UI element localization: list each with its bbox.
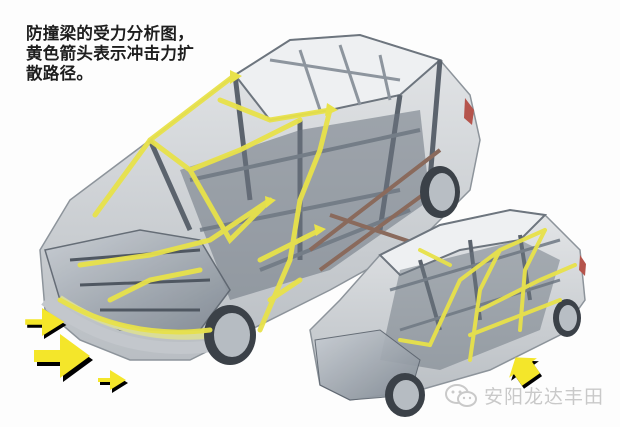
impact-arrow-small-car xyxy=(509,357,543,389)
watermark-text: 安阳龙达丰田 xyxy=(484,386,605,408)
caption-line-1: 防撞梁的受力分析图， xyxy=(26,24,194,43)
wechat-icon xyxy=(445,383,477,407)
small-car-body-frame xyxy=(309,208,586,417)
impact-arrow-upper xyxy=(25,308,67,339)
force-path-lines-small xyxy=(398,228,577,362)
impact-arrow-lower xyxy=(98,370,128,393)
force-path-arrowheads-large xyxy=(230,70,338,236)
watermark: 安阳龙达丰田 xyxy=(444,382,604,409)
caption-line-3: 散路径。 xyxy=(26,64,94,83)
caption-line-2: 黄色箭头表示冲击力扩 xyxy=(26,44,194,63)
force-path-lines-large xyxy=(57,72,333,335)
impact-arrow-main xyxy=(34,334,93,382)
large-car-body-frame xyxy=(39,33,481,365)
figure-caption: 防撞梁的受力分析图， 黄色箭头表示冲击力扩 散路径。 xyxy=(26,24,216,84)
